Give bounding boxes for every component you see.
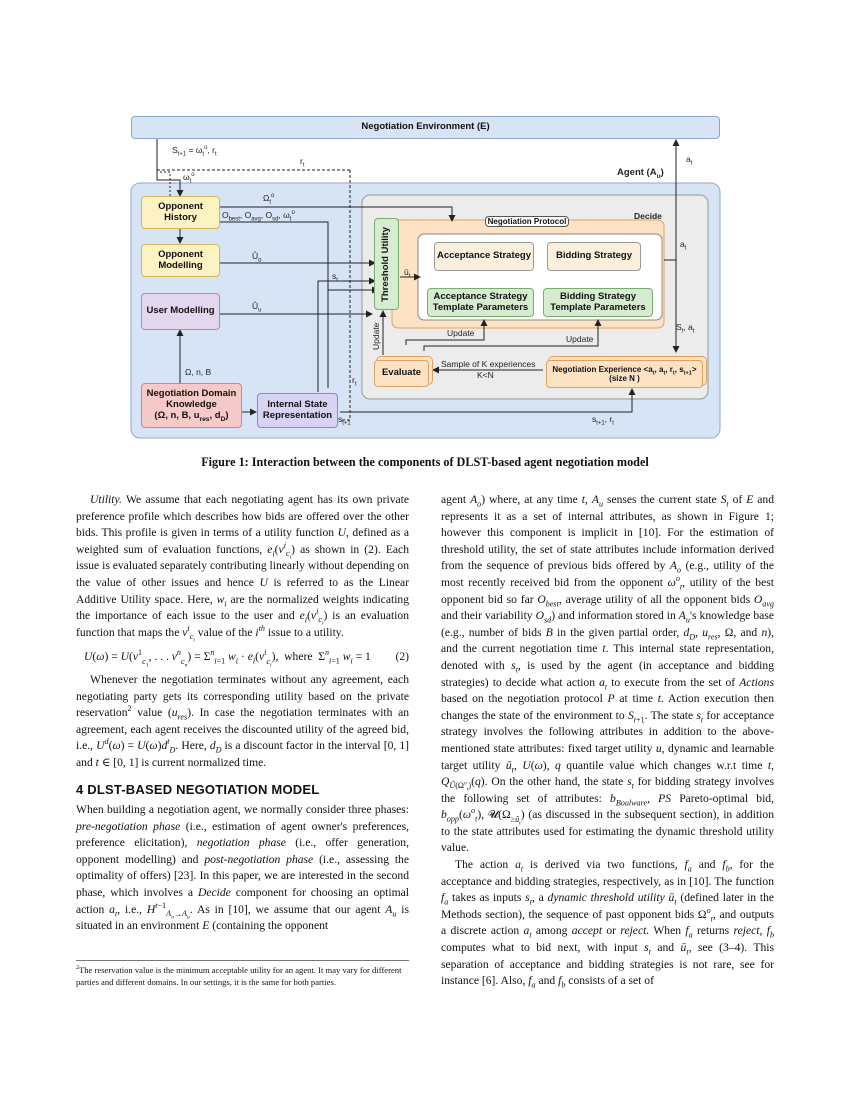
reward-label: rt bbox=[300, 156, 305, 169]
u-u-label: Ûu bbox=[252, 301, 262, 314]
opp-stats-label: Obest, Oavg, Osd, ωto bbox=[222, 210, 295, 223]
section-heading: 4 DLST-BASED NEGOTIATION MODEL bbox=[76, 781, 320, 797]
evaluate-box: Evaluate bbox=[374, 360, 429, 387]
utility-paragraph: Utility. We assume that each negotiating… bbox=[76, 493, 410, 644]
opponent-history-box: Opponent History bbox=[141, 196, 220, 229]
omega-label: ωto bbox=[183, 172, 195, 185]
threshold-utility-box: Threshold Utility bbox=[374, 218, 399, 310]
state-update-label: St+1 = ωto, rt bbox=[172, 145, 217, 158]
model-paragraph: When building a negotiation agent, we no… bbox=[76, 803, 410, 933]
next-state-label: st+1 bbox=[338, 414, 351, 427]
ut-label: ūt bbox=[404, 267, 411, 280]
terminates-paragraph: Whenever the negotiation terminates with… bbox=[76, 672, 410, 769]
opp-set-label: Ωto bbox=[263, 193, 275, 206]
negotiation-protocol-label: Negotiation Protocol bbox=[485, 216, 569, 227]
left-column: Utility. We assume that each negotiating… bbox=[76, 492, 409, 935]
domain-params-label: Ω, n, B bbox=[185, 367, 212, 377]
sample-label: Sample of K experiences bbox=[441, 359, 536, 369]
footnote: 2The reservation value is the minimum ac… bbox=[76, 960, 409, 988]
figure-arrows bbox=[130, 139, 721, 439]
agent-paragraph: agent Ao) where, at any time t, Au sense… bbox=[441, 493, 774, 855]
domain-knowledge-box: Negotiation Domain Knowledge (Ω, n, B, u… bbox=[141, 383, 242, 428]
negotiation-environment-box: Negotiation Environment (E) bbox=[131, 116, 720, 139]
state-label: st bbox=[332, 271, 338, 284]
figure-caption: Figure 1: Interaction between the compon… bbox=[201, 455, 649, 469]
action-paragraph: The action at is derived via two functio… bbox=[441, 858, 775, 990]
bidding-strategy-box: Bidding Strategy bbox=[547, 242, 641, 271]
action-label-top: at bbox=[686, 154, 693, 167]
figure-1: Negotiation Environment (E) St+1 = ωto, … bbox=[0, 0, 850, 470]
sample-label-k: K<N bbox=[477, 370, 494, 380]
acceptance-template-box: Acceptance Strategy Template Parameters bbox=[427, 288, 534, 317]
internal-state-box: Internal State Representation bbox=[257, 393, 338, 428]
update-label-1: Update bbox=[447, 328, 475, 338]
reward-label-2: rt bbox=[352, 375, 357, 388]
user-modelling-box: User Modelling bbox=[141, 293, 220, 330]
right-column: agent Ao) where, at any time t, Au sense… bbox=[441, 492, 774, 990]
decide-label: Decide bbox=[634, 211, 662, 221]
state-action-label: St, at bbox=[676, 322, 695, 335]
update-label-2: Update bbox=[566, 334, 594, 344]
bidding-template-box: Bidding Strategy Template Parameters bbox=[543, 288, 653, 317]
update-label-3: Update bbox=[371, 322, 381, 350]
next-state-reward-label: st+1, rt bbox=[592, 414, 614, 427]
agent-label: Agent (Au) bbox=[617, 167, 664, 180]
u-o-label: Ûo bbox=[252, 251, 262, 264]
negotiation-experience-box: Negotiation Experience <at, at, rt, st+1… bbox=[546, 360, 703, 388]
equation-2: U(ω) = U(v1c1, . . . vncn) = Σni=1 wi · … bbox=[84, 648, 409, 669]
opponent-modelling-box: Opponent Modelling bbox=[141, 244, 220, 277]
action-label-right: at bbox=[680, 239, 687, 252]
acceptance-strategy-box: Acceptance Strategy bbox=[434, 242, 534, 271]
